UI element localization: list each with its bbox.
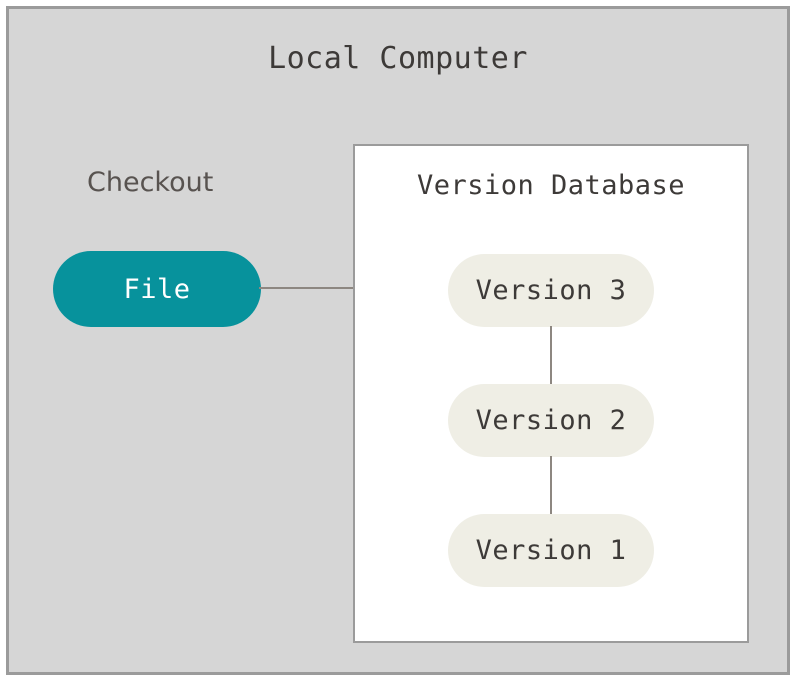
page-title: Local Computer xyxy=(268,41,528,76)
version-node-3-label: Version 3 xyxy=(475,275,627,306)
local-computer-container: Local Computer Checkout File Version Dat… xyxy=(6,6,790,675)
checkout-label: Checkout xyxy=(87,167,214,198)
version-database-title: Version Database xyxy=(416,170,686,201)
version-node-3[interactable]: Version 3 xyxy=(448,254,654,327)
version-node-2[interactable]: Version 2 xyxy=(448,384,654,457)
connector-version2-to-version1 xyxy=(550,456,552,514)
version-database-panel: Version Database Version 3 Version 2 Ver… xyxy=(353,144,749,643)
version-node-1-label: Version 1 xyxy=(475,535,627,566)
file-node[interactable]: File xyxy=(53,251,261,327)
file-node-label: File xyxy=(123,273,191,305)
connector-version3-to-version2 xyxy=(550,326,552,384)
version-node-1[interactable]: Version 1 xyxy=(448,514,654,587)
version-node-2-label: Version 2 xyxy=(475,405,627,436)
